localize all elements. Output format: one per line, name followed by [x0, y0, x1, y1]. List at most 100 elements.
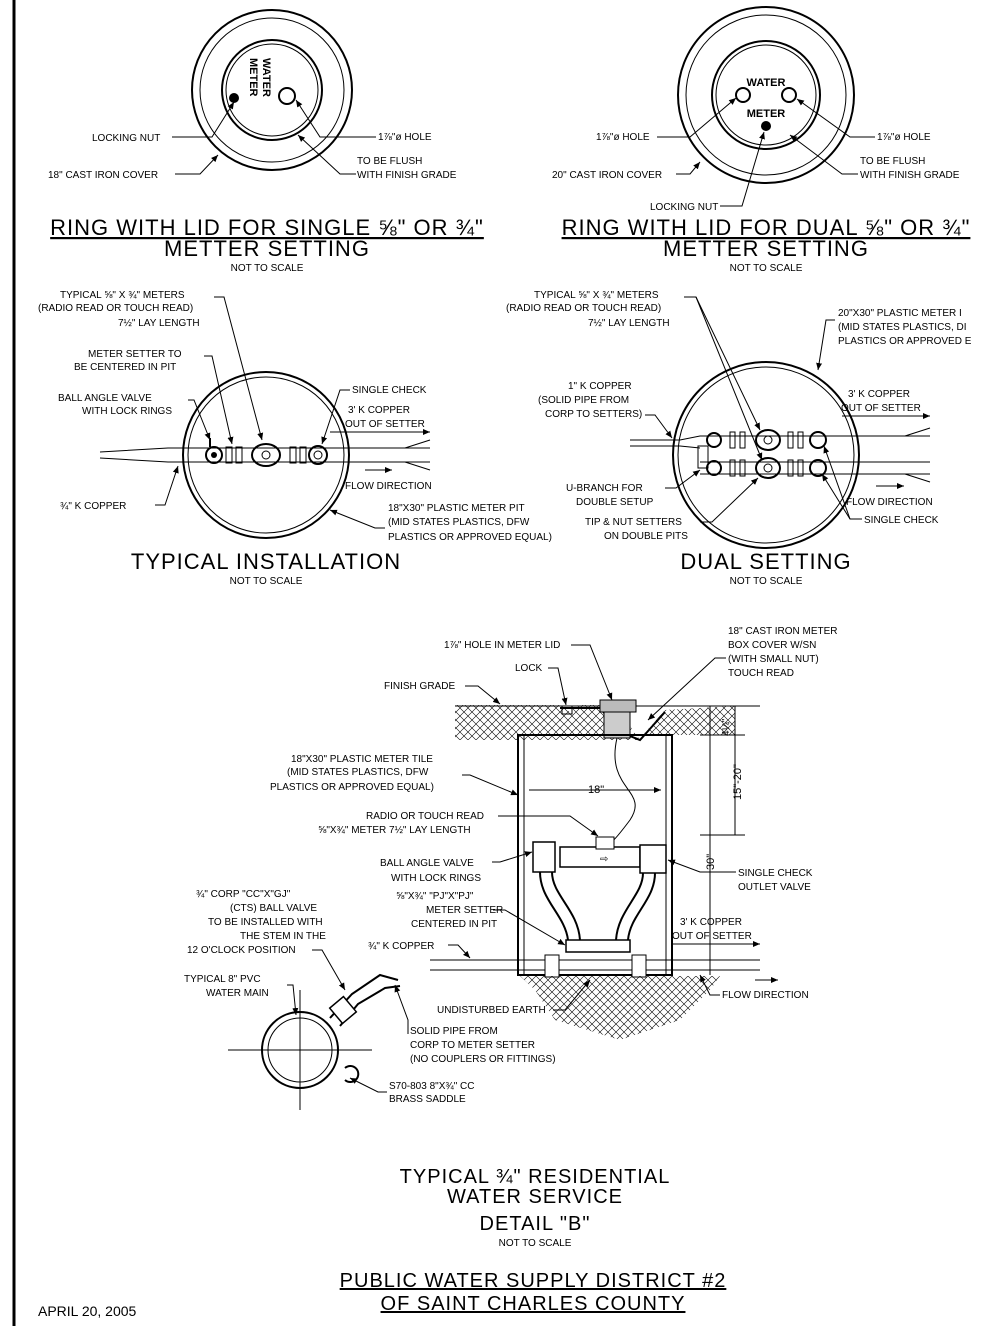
label-cover-1: 18" CAST IRON METER	[728, 626, 838, 637]
typical-install-scale: NOT TO SCALE	[230, 576, 303, 587]
typical-installation-detail: TYPICAL ⅝" X ¾" METERS (RADIO READ OR TO…	[38, 290, 552, 587]
label-hole-left: 1⅞"ø HOLE	[596, 132, 650, 143]
label-flow-direction: FLOW DIRECTION	[846, 497, 933, 508]
label-hole: 1⅞"ø HOLE	[378, 132, 432, 143]
lid-text-meter: METER	[747, 108, 786, 120]
label-copper-2: (SOLID PIPE FROM	[538, 395, 629, 406]
dual-setting-scale: NOT TO SCALE	[730, 576, 803, 587]
single-ring-scale: NOT TO SCALE	[231, 263, 304, 274]
touch-read-pad	[603, 711, 631, 739]
lid-text-meter: METER	[247, 58, 259, 97]
label-meters-2: (RADIO READ OR TOUCH READ)	[38, 303, 193, 314]
label-flush-2: WITH FINISH GRADE	[357, 170, 457, 181]
label-meters-2: (RADIO READ OR TOUCH READ)	[506, 303, 661, 314]
label-earth: UNDISTURBED EARTH	[437, 1005, 546, 1016]
hole-right-icon	[781, 87, 797, 103]
label-main-1: TYPICAL 8" PVC	[184, 974, 261, 985]
hole-icon	[278, 87, 296, 105]
label-corp-2: (CTS) BALL VALVE	[230, 903, 317, 914]
org-line-2: OF SAINT CHARLES COUNTY	[381, 1293, 686, 1315]
hole-left-icon	[735, 87, 751, 103]
label-cover-2: BOX COVER W/SN	[728, 640, 816, 651]
label-flush-1: TO BE FLUSH	[860, 156, 925, 167]
label-copper-in: ¾" K COPPER	[60, 501, 126, 512]
dual-ring-detail: WATER METER 1⅞"ø HOLE 1⅞"ø HOLE 20" CAST…	[552, 6, 969, 274]
label-tip-1: TIP & NUT SETTERS	[585, 517, 682, 528]
dim-width: 18"	[588, 784, 604, 796]
dim-mid: 15"-20"	[732, 764, 744, 800]
label-tile-3: PLASTICS OR APPROVED EQUAL)	[270, 782, 434, 793]
label-hole-right: 1⅞"ø HOLE	[877, 132, 931, 143]
label-flow-direction: FLOW DIRECTION	[345, 481, 432, 492]
label-cover-3: (WITH SMALL NUT)	[728, 654, 819, 665]
label-meters-1: TYPICAL ⅝" X ¾" METERS	[534, 290, 659, 301]
label-lock: LOCK	[515, 663, 543, 674]
label-pit-1: 18"X30" PLASTIC METER PIT	[388, 503, 525, 514]
label-tile-1: 18"X30" PLASTIC METER TILE	[291, 754, 433, 765]
label-copper: ¾" K COPPER	[368, 941, 434, 952]
label-setter-1: ⅝"X¾" "PJ"X"PJ"	[396, 891, 474, 902]
label-tip-2: ON DOUBLE PITS	[604, 531, 688, 542]
label-saddle-1: S70-803 8"X¾" CC	[389, 1081, 474, 1092]
dim-top: 4¼"	[720, 718, 732, 736]
typical-install-title: TYPICAL INSTALLATION	[131, 549, 401, 574]
label-setter-2: BE CENTERED IN PIT	[74, 362, 176, 373]
label-radio-2: ⅝"X¾" METER 7½" LAY LENGTH	[318, 825, 471, 836]
label-setter-1: METER SETTER TO	[88, 349, 182, 360]
label-copper-out-1: 3' K COPPER	[348, 405, 410, 416]
drawing-date: APRIL 20, 2005	[38, 1303, 137, 1319]
section-detail-b: ⇨ 4¼" 15"-20" 30" 18" 1⅞" HOLE IN METER …	[184, 626, 838, 1249]
label-pit-3: PLASTICS OR APPROVED EQUAL)	[388, 532, 552, 543]
label-check-1: SINGLE CHECK	[738, 868, 813, 879]
svg-text:⇨: ⇨	[600, 854, 608, 865]
label-corp-3: TO BE INSTALLED WITH	[208, 917, 323, 928]
label-solid-1: SOLID PIPE FROM	[410, 1026, 498, 1037]
label-cast-iron-cover: 20" CAST IRON COVER	[552, 170, 662, 181]
label-valve-1: BALL ANGLE VALVE	[380, 858, 474, 869]
label-locking-nut: LOCKING NUT	[92, 133, 160, 144]
single-ring-title-2: METTER SETTING	[164, 236, 370, 261]
dual-setting-title: DUAL SETTING	[680, 549, 851, 574]
label-pit-1: 20"X30" PLASTIC METER I	[838, 308, 962, 319]
org-line-1: PUBLIC WATER SUPPLY DISTRICT #2	[340, 1270, 727, 1292]
label-valve-2: WITH LOCK RINGS	[82, 406, 172, 417]
label-valve-2: WITH LOCK RINGS	[391, 873, 481, 884]
dual-setting-detail: TYPICAL ⅝" X ¾" METERS (RADIO READ OR TO…	[506, 290, 972, 587]
locking-nut-icon	[761, 121, 771, 131]
label-hole: 1⅞" HOLE IN METER LID	[444, 640, 560, 651]
label-setter-2: METER SETTER	[426, 905, 503, 916]
section-scale: NOT TO SCALE	[499, 1238, 572, 1249]
label-saddle-2: BRASS SADDLE	[389, 1094, 466, 1105]
label-copper-out-1: 3' K COPPER	[680, 917, 742, 928]
label-locking-nut: LOCKING NUT	[650, 202, 718, 213]
lid-text-water: WATER	[747, 77, 786, 89]
label-ubranch-1: U-BRANCH FOR	[566, 483, 643, 494]
label-pit-2: (MID STATES PLASTICS, DI	[838, 322, 967, 333]
label-tile-2: (MID STATES PLASTICS, DFW	[287, 767, 429, 778]
label-copper-out-1: 3' K COPPER	[848, 389, 910, 400]
section-title-1: TYPICAL ¾" RESIDENTIAL	[400, 1166, 671, 1188]
single-ring-detail: WATER METER LOCKING NUT 18" CAST IRON CO…	[48, 9, 484, 274]
label-copper-out-2: OUT OF SETTER	[345, 419, 425, 430]
label-pit-2: (MID STATES PLASTICS, DFW	[388, 517, 530, 528]
label-flush-1: TO BE FLUSH	[357, 156, 422, 167]
locking-nut-icon	[229, 93, 239, 103]
lid-text-water: WATER	[260, 58, 272, 97]
label-check-2: OUTLET VALVE	[738, 882, 811, 893]
label-solid-3: (NO COUPLERS OR FITTINGS)	[410, 1054, 556, 1065]
label-pit-3: PLASTICS OR APPROVED E	[838, 336, 972, 347]
label-flow-direction: FLOW DIRECTION	[722, 990, 809, 1001]
label-corp-1: ¾" CORP "CC"X"GJ"	[196, 889, 291, 900]
label-setter-3: CENTERED IN PIT	[411, 919, 497, 930]
label-flush-2: WITH FINISH GRADE	[860, 170, 960, 181]
label-copper-out-2: OUT OF SETTER	[841, 403, 921, 414]
label-copper-1: 1" K COPPER	[568, 381, 632, 392]
dim-full: 30"	[705, 854, 717, 870]
single-ring-title-1: RING WITH LID FOR SINGLE ⅝" OR ¾"	[50, 215, 484, 240]
label-single-check: SINGLE CHECK	[352, 385, 427, 396]
label-meters-3: 7½" LAY LENGTH	[118, 318, 200, 329]
label-single-check: SINGLE CHECK	[864, 515, 939, 526]
label-meters-3: 7½" LAY LENGTH	[588, 318, 670, 329]
section-title-2: WATER SERVICE	[447, 1186, 623, 1208]
